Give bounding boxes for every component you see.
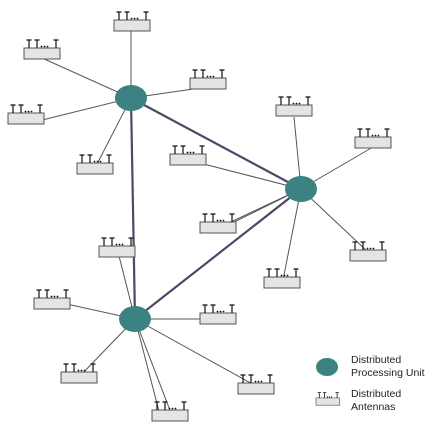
spoke-link: [41, 57, 132, 99]
processing-unit-icon: [115, 85, 147, 111]
antenna-icon: [275, 96, 313, 117]
backbone-link: [130, 97, 302, 190]
legend: Distributed Processing Unit Distributed …: [315, 354, 425, 413]
antenna-icon: [189, 69, 227, 90]
spoke-link: [134, 318, 172, 414]
antenna-icon: [23, 39, 61, 60]
spoke-link: [134, 318, 257, 387]
antennas: [7, 11, 392, 422]
backbone-link: [134, 188, 302, 320]
antenna-icon: [354, 128, 392, 149]
spoke-link: [134, 318, 161, 416]
legend-processing-unit-label-1: Distributed: [351, 354, 401, 366]
antenna-icon: [199, 304, 237, 325]
backbone-links: [129, 97, 302, 320]
antenna-icon: [33, 289, 71, 310]
legend-antenna-icon: [315, 392, 341, 406]
legend-processing-unit-icon: [316, 358, 338, 376]
antenna-icon: [349, 241, 387, 262]
antenna-icon: [169, 145, 207, 166]
legend-antennas-label-2: Antennas: [351, 401, 395, 413]
antenna-icon: [237, 374, 275, 395]
backbone-link: [129, 97, 137, 320]
spoke-link: [282, 188, 302, 281]
antenna-icon: [113, 11, 151, 32]
antenna-icon: [263, 268, 301, 289]
legend-processing-unit-label-2: Processing Unit: [351, 367, 425, 379]
legend-antennas-label-1: Distributed: [351, 388, 401, 400]
processing-unit-icon: [119, 306, 151, 332]
processing-units: [115, 85, 317, 332]
antenna-icon: [76, 154, 114, 175]
antenna-icon: [98, 237, 136, 258]
antenna-icon: [151, 401, 189, 422]
antenna-icon: [7, 104, 45, 125]
processing-unit-icon: [285, 176, 317, 202]
antenna-icon: [199, 213, 237, 234]
spoke-link: [187, 159, 302, 190]
antenna-icon: [60, 363, 98, 384]
